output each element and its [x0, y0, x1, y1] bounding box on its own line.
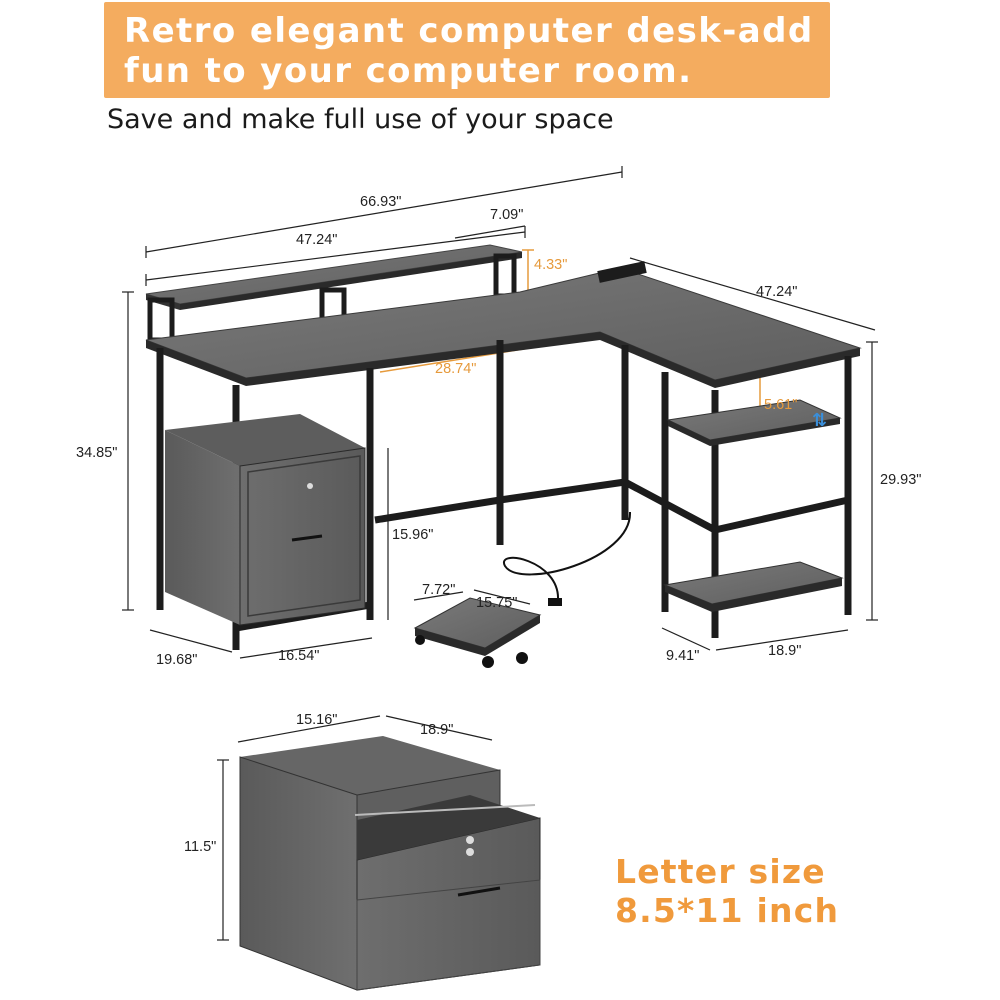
- dim-legroom-height: 15.96": [392, 527, 434, 543]
- cabinet-left: [239, 756, 358, 991]
- banner-title-line-1: Retro elegant computer desk-add: [124, 11, 814, 51]
- banner-title-line-2: fun to your computer room.: [124, 51, 693, 91]
- dim-side-depth: 9.41": [666, 648, 700, 664]
- svg-text:⇅: ⇅: [812, 410, 827, 431]
- dim-cabinet-base-width: 16.54": [278, 648, 320, 664]
- dim-cabinet-depth: 18.9": [420, 722, 454, 738]
- dim-cabinet-height: 11.5": [184, 839, 217, 855]
- dim-monitor-height: 4.33": [534, 257, 568, 273]
- dim-shelf-gap: 5.61": [764, 397, 798, 413]
- dim-side-height: 29.93": [880, 472, 922, 488]
- dim-desk-height: 34.85": [76, 445, 118, 461]
- title-banner: Retro elegant computer desk-add fun to y…: [104, 2, 830, 98]
- dim-stand-width: 15.75": [476, 595, 518, 611]
- dim-side-width: 18.9": [768, 643, 802, 659]
- subtitle: Save and make full use of your space: [107, 104, 614, 135]
- dim-monitor-depth: 7.09": [490, 207, 524, 223]
- desk-cabinet-top: [165, 414, 365, 466]
- dimension-lines: [122, 166, 878, 941]
- letter-size-label: Letter size: [615, 852, 826, 891]
- dim-total-width: 66.93": [360, 194, 402, 210]
- dim-inner-width: 28.74": [435, 361, 477, 377]
- dim-cabinet-width: 15.16": [296, 712, 338, 728]
- dim-side-length: 47.24": [756, 284, 798, 300]
- desk-cabinet-front: [239, 447, 366, 626]
- dim-stand-depth: 7.72": [422, 582, 456, 598]
- cabinet-top: [240, 736, 500, 795]
- desk-cabinet-side: [165, 430, 240, 625]
- power-cord: [502, 511, 632, 601]
- letter-size-value: 8.5*11 inch: [615, 891, 840, 930]
- dim-desk-depth: 19.68": [156, 652, 198, 668]
- dim-desk-width: 47.24": [296, 232, 338, 248]
- monitor-shelf: [145, 244, 523, 305]
